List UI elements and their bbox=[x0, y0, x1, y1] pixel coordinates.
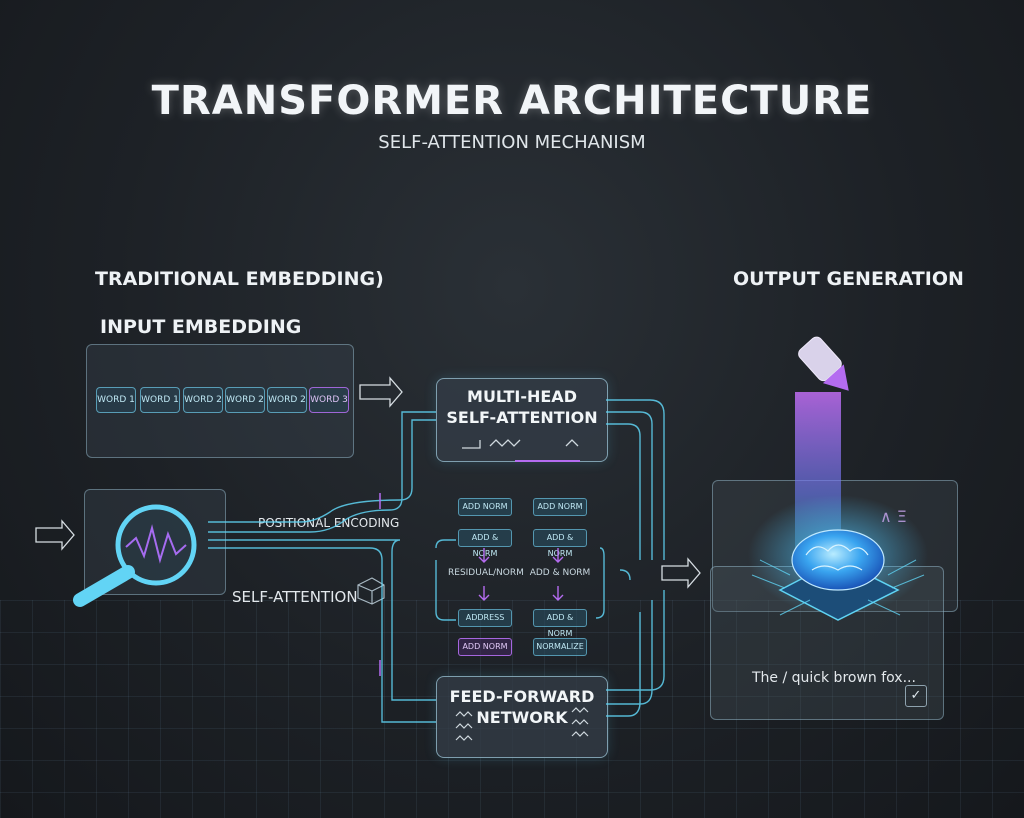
norm-block: ADD & NORM bbox=[533, 529, 587, 558]
ffn-title-line-2: NETWORK bbox=[476, 708, 568, 727]
pen-icon bbox=[798, 336, 849, 391]
norm-block-highlighted: ADD NORM bbox=[458, 638, 512, 656]
cube-icon bbox=[357, 577, 385, 605]
output-arrow-icon bbox=[661, 557, 701, 589]
ffn-title-line-1: FEED-FORWARD bbox=[449, 687, 595, 706]
norm-block: ADD & NORM bbox=[458, 529, 512, 558]
norm-block: ADD NORM bbox=[533, 498, 587, 516]
token-chip: WORD 2 bbox=[225, 387, 265, 413]
token-chip: WORD 1 bbox=[96, 387, 136, 413]
self-attention-label: SELF-ATTENTION bbox=[232, 588, 358, 606]
check-icon: ✓ bbox=[905, 685, 927, 707]
output-text-sample: The / quick brown fox... bbox=[752, 670, 916, 686]
token-chip: WORD 2 bbox=[267, 387, 307, 413]
add-norm-label: ADD & NORM bbox=[529, 568, 591, 578]
brain-icon bbox=[791, 529, 885, 591]
attention-title-line-1: MULTI-HEAD bbox=[467, 387, 577, 406]
output-generation-heading: OUTPUT GENERATION bbox=[733, 268, 964, 290]
traditional-embedding-heading: TRADITIONAL EMBEDDING) bbox=[95, 268, 384, 290]
waveform-icon bbox=[125, 524, 187, 564]
norm-block: ADD NORM bbox=[458, 498, 512, 516]
positional-encoding-label: POSITIONAL ENCODING bbox=[258, 516, 400, 530]
norm-block: ADD & NORM bbox=[533, 609, 587, 638]
diagram-subtitle: SELF-ATTENTION MECHANISM bbox=[378, 132, 646, 153]
normalize-block: NORMALIZE bbox=[533, 638, 587, 656]
norm-block: ADDRESS bbox=[458, 609, 512, 627]
attention-title-line-2: SELF-ATTENTION bbox=[446, 408, 598, 427]
token-chip: WORD 1 bbox=[140, 387, 180, 413]
feed-forward-network-block: FEED-FORWARD NETWORK bbox=[436, 676, 608, 758]
left-input-arrow-icon bbox=[35, 519, 75, 551]
residual-norm-label: RESIDUAL/NORM bbox=[448, 568, 524, 578]
diagram-title: TRANSFORMER ARCHITECTURE bbox=[151, 78, 873, 124]
svg-text:∧ Ξ: ∧ Ξ bbox=[880, 507, 907, 526]
token-chip: WORD 2 bbox=[183, 387, 223, 413]
input-embedding-heading: INPUT EMBEDDING bbox=[100, 316, 302, 338]
input-arrow-icon bbox=[359, 376, 403, 408]
token-chip-highlighted: WORD 3 bbox=[309, 387, 349, 413]
